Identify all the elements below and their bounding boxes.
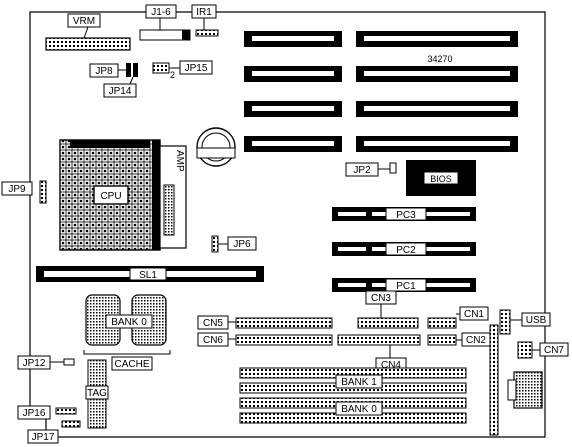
vrm-label: VRM — [73, 16, 95, 27]
usb-label: USB — [526, 315, 547, 326]
cpu-socket: CPU AMP — [59, 139, 187, 251]
pin-2-label: 2 — [170, 70, 175, 80]
bios-label: BIOS — [430, 174, 452, 184]
pc1-label: PC1 — [396, 281, 416, 292]
cn6-connector: CN6 — [197, 332, 333, 347]
jp6-jumper: JP6 — [211, 235, 257, 253]
jp2-label: JP2 — [353, 165, 371, 176]
cn1-connector: CN1 — [427, 306, 489, 329]
keyboard-connector — [507, 371, 543, 409]
vrm-connector: VRM — [45, 13, 131, 51]
cn4-label: CN4 — [381, 360, 401, 371]
tag-chip: TAG — [85, 359, 109, 429]
jp9-jumper: JP9 — [1, 180, 47, 204]
pci-slot-pc3: PC3 — [332, 207, 476, 221]
j1-6-label: J1-6 — [151, 7, 171, 18]
simm-bank-1-label: BANK 1 — [341, 377, 377, 388]
battery — [196, 127, 236, 167]
ir1-label: IR1 — [196, 7, 212, 18]
cn3-connector: CN3 — [357, 290, 419, 329]
jp9-label: JP9 — [8, 184, 26, 195]
cache-bank-0-label: BANK 0 — [111, 317, 147, 328]
sl1-label: SL1 — [139, 270, 157, 281]
jp16-jumper: JP16 — [17, 405, 77, 420]
cn2-label: CN2 — [466, 335, 486, 346]
bios-chip: BIOS — [406, 160, 476, 196]
cn1-label: CN1 — [464, 309, 484, 320]
jp12-jumper: JP12 — [17, 355, 75, 370]
cache-label: CACHE — [114, 359, 149, 370]
usb-header: USB — [499, 309, 551, 335]
j1-6-header: J1-6 — [139, 4, 191, 41]
cn5-connector: CN5 — [197, 315, 333, 330]
simm-bank-0-label: BANK 0 — [341, 404, 377, 415]
jp17-jumper: JP17 — [27, 420, 81, 444]
cn6-label: CN6 — [203, 335, 223, 346]
jp15-jumper: 2 JP15 — [152, 60, 213, 80]
pc3-label: PC3 — [396, 210, 416, 221]
jp12-label: JP12 — [23, 358, 46, 369]
jp8-label: JP8 — [95, 66, 113, 77]
jp16-label: JP16 — [23, 408, 46, 419]
ir1-header: IR1 — [191, 4, 219, 37]
tag-label: TAG — [87, 388, 107, 399]
cn7-connector: CN7 — [517, 341, 569, 359]
jp2-jumper: JP2 — [345, 162, 397, 177]
cn3-label: CN3 — [371, 293, 391, 304]
jp17-label: JP17 — [32, 432, 55, 443]
cache-bank: BANK 0 CACHE — [83, 294, 171, 371]
pci-slot-pc1: PC1 — [332, 278, 476, 292]
simm-slots: BANK 1 BANK 0 — [239, 367, 467, 424]
cn5-label: CN5 — [203, 318, 223, 329]
pci-slot-pc2: PC2 — [332, 242, 476, 256]
isa-slots — [244, 31, 518, 152]
jp15-label: JP15 — [185, 63, 208, 74]
cn7-label: CN7 — [544, 345, 564, 356]
jp14-label: JP14 — [109, 86, 132, 97]
jp14-jumper: JP14 — [103, 76, 137, 98]
power-pin-strip — [489, 324, 499, 436]
jp6-label: JP6 — [233, 239, 251, 250]
amp-label: AMP — [174, 150, 185, 172]
part-number: 34270 — [427, 54, 452, 64]
pc2-label: PC2 — [396, 245, 416, 256]
sl1-slot: SL1 — [36, 266, 264, 282]
cpu-label: CPU — [100, 191, 121, 202]
jp8-jumper: JP8 — [89, 63, 138, 78]
